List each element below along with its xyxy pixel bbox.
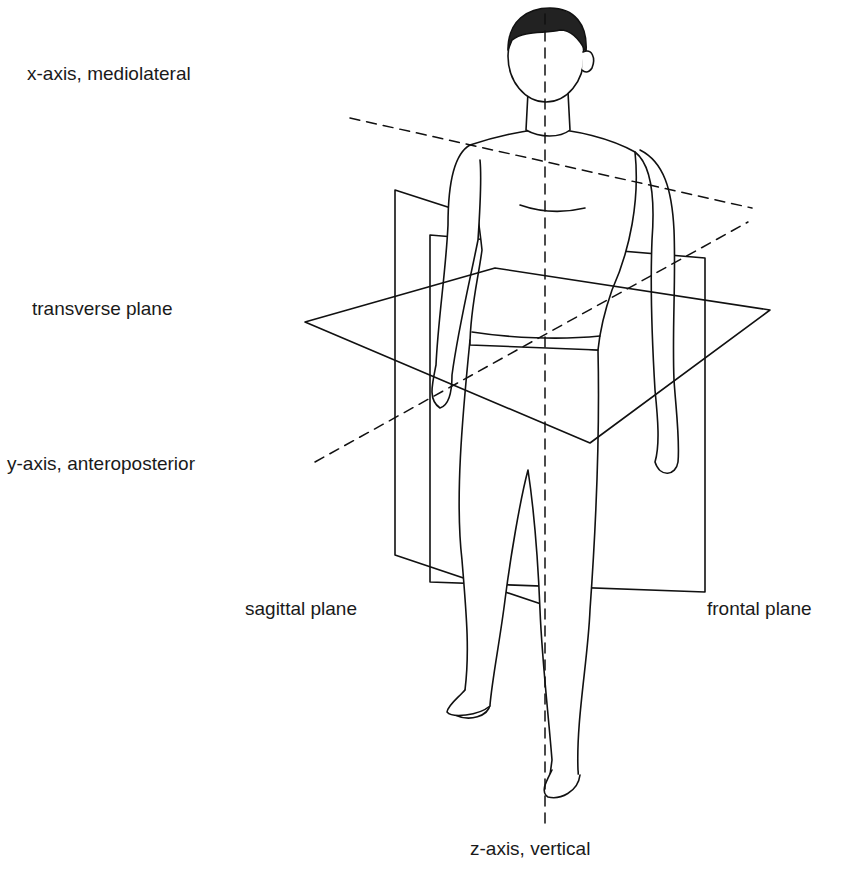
plane-label: transverse plane bbox=[30, 298, 174, 321]
z-axis-line bbox=[544, 14, 546, 828]
waistband bbox=[472, 332, 600, 338]
chest-line bbox=[520, 205, 585, 212]
arm-right bbox=[635, 150, 679, 473]
hair bbox=[508, 8, 586, 52]
ear bbox=[582, 51, 594, 72]
legs bbox=[455, 340, 598, 791]
torso bbox=[470, 128, 636, 350]
x-axis-line bbox=[350, 118, 752, 208]
plane-label: frontal plane bbox=[705, 598, 814, 621]
axis-label: x-axis, mediolateral bbox=[25, 63, 193, 86]
foot-right bbox=[544, 770, 580, 798]
transverse-plane bbox=[305, 268, 770, 443]
plane-label: sagittal plane bbox=[243, 598, 359, 621]
arm-left bbox=[432, 145, 481, 408]
foot-left bbox=[447, 690, 490, 715]
axis-label: y-axis, anteroposterior bbox=[5, 453, 197, 476]
axis-label: z-axis, vertical bbox=[468, 838, 592, 861]
y-axis-line bbox=[315, 222, 748, 462]
